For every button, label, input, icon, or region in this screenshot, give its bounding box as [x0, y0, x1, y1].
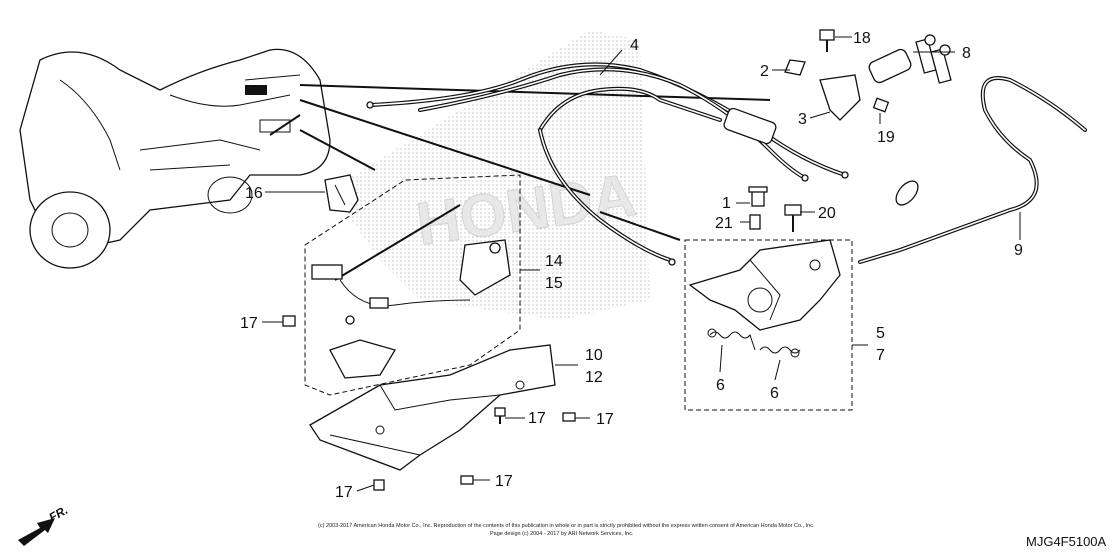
callout-16: 16	[245, 185, 263, 202]
lock-set-8	[868, 34, 952, 84]
callout-17c: 17	[596, 411, 614, 428]
callout-17d: 17	[495, 473, 513, 490]
cover-10-12	[309, 344, 556, 471]
spring-6a	[707, 328, 756, 351]
latch-assembly-14	[311, 204, 511, 379]
callout-6a: 6	[716, 377, 725, 394]
callout-18: 18	[853, 30, 871, 47]
callout-2: 2	[760, 63, 769, 80]
fastener-21	[749, 214, 761, 230]
cable-assembly-4	[366, 62, 849, 266]
callout-15: 15	[545, 275, 563, 292]
callout-21: 21	[715, 215, 733, 232]
bolt-17b	[494, 407, 506, 424]
callout-9: 9	[1014, 242, 1023, 259]
bolt-17d	[460, 475, 474, 485]
bolt-19	[872, 97, 890, 113]
callout-17a: 17	[240, 315, 258, 332]
callout-8: 8	[962, 45, 971, 62]
bolt-17e	[373, 479, 385, 491]
front-direction-arrow-icon: FR.	[18, 503, 70, 546]
callout-box-14-15	[304, 174, 521, 396]
callout-4: 4	[630, 37, 639, 54]
copyright-line-1: (c) 2003-2017 American Honda Motor Co., …	[318, 523, 815, 529]
callout-19: 19	[877, 129, 895, 146]
callout-12: 12	[585, 369, 603, 386]
bracket-3	[784, 59, 861, 121]
callout-20: 20	[818, 205, 836, 222]
callout-17b: 17	[528, 410, 546, 427]
latch-mechanism-5	[688, 239, 841, 331]
motorcycle-illustration	[19, 48, 331, 269]
honda-wing-watermark: HONDA	[330, 30, 650, 320]
callout-6b: 6	[770, 385, 779, 402]
callout-3: 3	[798, 111, 807, 128]
callout-box-5-7	[684, 239, 853, 411]
copyright-line-2: Page design (c) 2004 - 2017 by ARI Netwo…	[490, 531, 634, 537]
grommet-16	[324, 174, 359, 213]
fastener-1	[748, 186, 768, 207]
callout-14: 14	[545, 253, 563, 270]
callout-10: 10	[585, 347, 603, 364]
spring-6b	[759, 346, 801, 358]
callout-5: 5	[876, 325, 885, 342]
bolt-20	[784, 204, 802, 232]
bolt-18	[819, 29, 835, 52]
bolt-17c	[562, 412, 576, 422]
callout-7: 7	[876, 347, 885, 364]
cable-9	[858, 76, 1087, 264]
bolt-17a	[282, 315, 296, 327]
diagram-code: MJG4F5100A	[1026, 534, 1107, 549]
callout-17e: 17	[335, 484, 353, 501]
callout-1: 1	[722, 195, 731, 212]
